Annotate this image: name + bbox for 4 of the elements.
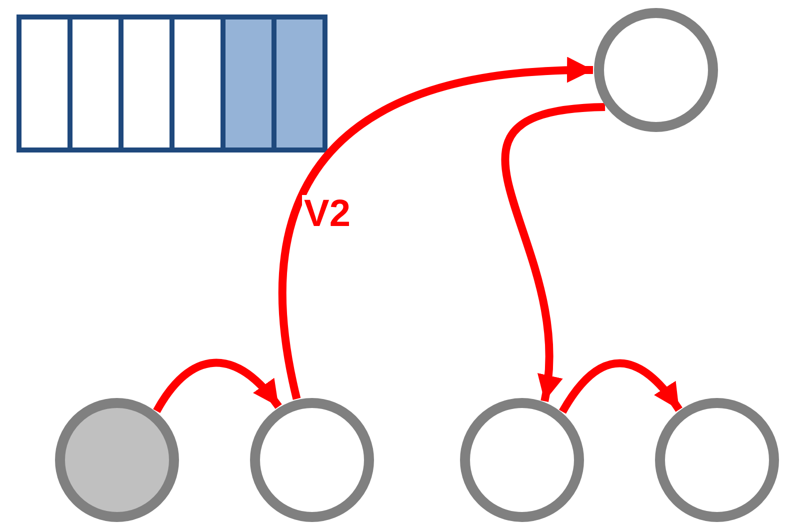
curved-arrow <box>278 58 594 400</box>
curved-arrow <box>153 358 282 414</box>
curved-arrow <box>559 359 682 414</box>
curved-arrow <box>502 103 606 402</box>
